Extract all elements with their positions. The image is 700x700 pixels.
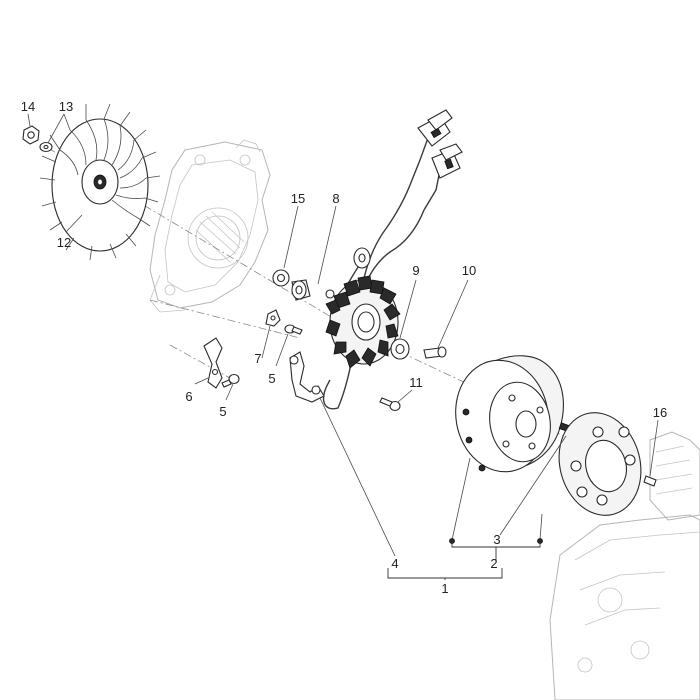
flywheel-bolt [423,346,447,359]
washer [39,141,53,153]
crankcase-cover-outline [149,139,271,313]
callout-labels: 14 13 12 15 8 9 10 7 5 6 5 11 16 3 4 2 1 [21,99,667,596]
callout-4: 4 [391,556,398,571]
callout-16: 16 [653,405,667,420]
callout-5-upper: 5 [268,371,275,386]
callout-1: 1 [441,581,448,596]
callout-8: 8 [332,191,339,206]
starter-gear [558,412,642,516]
leader-lines [27,113,659,557]
pickup-sensor [289,351,325,403]
bushing [291,279,311,301]
reference-brackets [387,538,543,580]
screw-lower [221,373,240,388]
callout-9: 9 [412,263,419,278]
harness-connector-lower [431,143,463,179]
spacer-ring [390,338,410,360]
callout-15: 15 [291,191,305,206]
callout-5-lower: 5 [219,404,226,419]
screw-upper [284,324,303,335]
stator [325,275,401,369]
callout-12: 12 [57,235,71,250]
wiring-harness [322,137,441,410]
callout-13: 13 [59,99,73,114]
engine-block-outline [549,431,700,700]
harness-grommet [325,247,371,299]
harness-connector-upper [417,109,453,147]
oil-seal [272,269,290,287]
flange-nut [22,125,40,145]
callout-6: 6 [185,389,192,404]
callout-3: 3 [493,532,500,547]
gear-key [643,475,657,487]
flywheel-rotor [455,355,564,473]
callout-11: 11 [409,375,423,390]
stator-screw [379,397,401,412]
callout-2: 2 [490,556,497,571]
callout-14: 14 [21,99,35,114]
callout-10: 10 [462,263,476,278]
cooling-fan [39,103,161,261]
callout-7: 7 [254,351,261,366]
cable-clip [265,309,281,327]
bracket-plate [203,337,223,389]
